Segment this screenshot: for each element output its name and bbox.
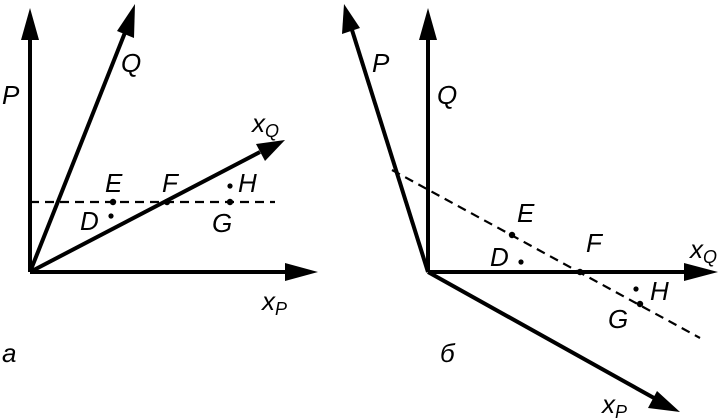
panel-b-axis-xp [427, 270, 655, 400]
panel-a-label-g: G [212, 208, 232, 238]
panel-b-label-xq-sub: Q [703, 247, 717, 267]
panel-a-point-g-dot [226, 198, 234, 206]
panel-b-axis-p [350, 29, 430, 273]
panel-b-point-d-dot [518, 259, 524, 265]
panel-b-point-e-dot [508, 231, 516, 239]
panel-a-label-xp-main: x [260, 286, 276, 316]
panel-b-axis-xq-arrowhead [684, 263, 718, 281]
panel-a-point-f-dot [163, 198, 171, 206]
panel-b-label-h: H [650, 276, 669, 306]
panel-b-label-xq-main: x [688, 234, 704, 264]
panel-a-label-xq-sub: Q [265, 121, 279, 141]
panel-a-label-q: Q [121, 48, 141, 78]
panel-b-axis-q-arrowhead [419, 8, 437, 40]
panel-a-point-e-dot [109, 198, 117, 206]
panel-b-label-g: G [608, 304, 628, 334]
panel-a-label-p: P [2, 80, 20, 110]
panel-a-label-f: F [162, 168, 180, 198]
panel-a-label-xq: xQ [250, 108, 279, 141]
panel-a-point-h-dot [227, 183, 233, 189]
panel-a-axis-xq-arrowhead [256, 140, 285, 161]
panel-a-label-d: D [80, 206, 99, 236]
panel-b-axis-p-arrowhead [342, 4, 360, 34]
panel-b-label-xq: xQ [688, 234, 717, 267]
panel-b-axis-xp-arrowhead [648, 391, 680, 412]
panel-a-label-xq-main: x [250, 108, 266, 138]
panel-b-dashed-line [391, 169, 701, 339]
panel-b-caption: б [440, 338, 456, 368]
panel-a-axis-xq [29, 150, 261, 274]
panel-a-axis-xp-arrowhead [285, 263, 318, 281]
panel-a-axis-p-arrowhead [21, 8, 39, 40]
panel-a-axis-q [28, 29, 128, 273]
panel-b-point-f-dot [576, 268, 584, 276]
panel-a-label-e: E [105, 168, 123, 198]
panel-b-label-f: F [586, 228, 604, 258]
panel-b-label-q: Q [437, 80, 457, 110]
panel-a-axis-q-arrowhead [117, 4, 135, 38]
panel-b: P Q xQ xP E F H D G б [342, 4, 718, 420]
panel-b-label-e: E [517, 198, 535, 228]
panel-b-point-g-dot [636, 300, 644, 308]
panel-b-label-xp-main: x [600, 389, 616, 419]
panel-b-label-p: P [372, 48, 390, 78]
panel-a-caption: а [2, 338, 16, 368]
panel-b-label-d: D [490, 242, 509, 272]
panel-a-label-xp-sub: P [275, 299, 287, 319]
panel-a: P Q xQ xP E F H D G а [2, 4, 318, 368]
panel-b-point-h-dot [633, 286, 639, 292]
panel-a-point-d-dot [108, 213, 114, 219]
panel-a-label-xp: xP [260, 286, 287, 319]
panel-b-label-xp: xP [600, 389, 627, 420]
panel-b-label-xp-sub: P [615, 402, 627, 420]
panel-a-label-h: H [238, 168, 257, 198]
